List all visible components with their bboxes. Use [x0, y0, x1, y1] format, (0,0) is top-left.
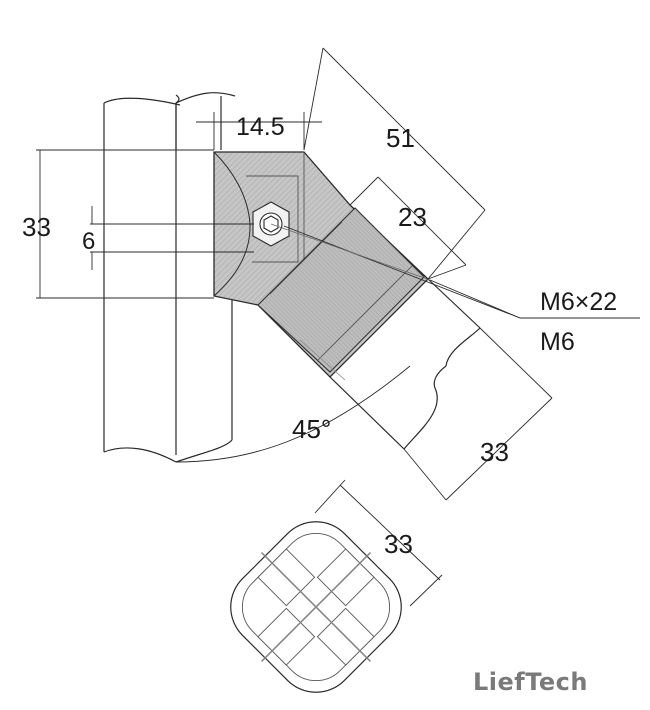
dim-33-right: 33: [480, 437, 509, 467]
fitting-sleeve: [257, 207, 425, 373]
dim-33-section: 33: [384, 529, 413, 559]
dim-14-5: 14.5: [236, 113, 285, 141]
cross-section-view: [230, 479, 443, 693]
dim-33-left: 33: [22, 212, 51, 242]
dimension-labels: 33 6 14.5 51 23 M6×22 M6 45° 33 33: [22, 113, 617, 559]
dim-23: 23: [398, 202, 427, 232]
thread-spec-label: M6: [540, 328, 575, 356]
bolt-spec-label: M6×22: [540, 288, 617, 316]
brand-logo: LiefTech: [472, 668, 588, 696]
dim-6: 6: [82, 228, 95, 255]
dimension-lines: [36, 47, 640, 501]
diagonal-tube: [299, 278, 481, 450]
angle-label: 45°: [292, 414, 331, 444]
dim-51: 51: [386, 123, 415, 153]
vertical-tube: [103, 92, 236, 463]
